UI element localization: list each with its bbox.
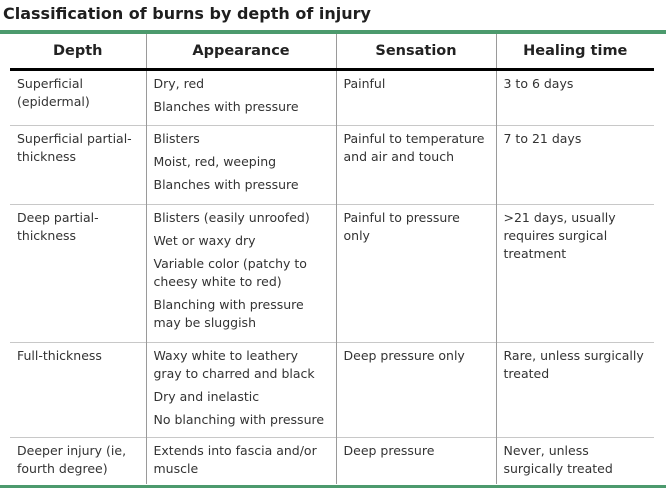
table-row: Superficial (epidermal) Dry, red Blanche… [10, 69, 654, 126]
depth-cell: Deeper injury (ie, fourth degree) [10, 437, 146, 484]
appearance-cell: Extends into fascia and/or muscle [145, 437, 336, 484]
depth-cell: Deep partial-thickness [10, 204, 146, 343]
column-header-sensation: Sensation [335, 34, 496, 71]
appearance-item: Dry, red [153, 76, 205, 91]
appearance-item: Blanching with pressure may be sluggish [153, 297, 304, 330]
appearance-cell: Dry, red Blanches with pressure [145, 69, 336, 126]
appearance-item: Extends into fascia and/or muscle [153, 443, 317, 476]
appearance-item: Blisters [153, 131, 200, 146]
column-header-healing-time: Healing time [495, 34, 654, 71]
healing-cell: 7 to 21 days [495, 125, 654, 205]
sensation-cell: Painful to temperature and air and touch [335, 125, 496, 205]
table-row: Full-thickness Waxy white to leathery gr… [10, 342, 654, 438]
healing-cell: Rare, unless surgically treated [495, 342, 654, 438]
bottom-rule [0, 484, 666, 488]
appearance-item: No blanching with pressure [153, 412, 325, 427]
sensation-cell: Painful [335, 69, 496, 126]
healing-cell: 3 to 6 days [495, 69, 654, 126]
column-header-depth: Depth [10, 34, 146, 71]
healing-cell: Never, unless surgically treated [495, 437, 654, 484]
sensation-cell: Deep pressure only [335, 342, 496, 438]
depth-cell: Superficial partial-thickness [10, 125, 146, 205]
appearance-item: Blisters (easily unroofed) [153, 210, 310, 225]
page-title: Classification of burns by depth of inju… [3, 4, 371, 23]
header-row: Depth Appearance Sensation Healing time [10, 34, 654, 71]
depth-cell: Superficial (epidermal) [17, 76, 90, 109]
sensation-cell: Deep pressure [335, 437, 496, 484]
appearance-item: Dry and inelastic [153, 389, 260, 404]
appearance-item: Moist, red, weeping [153, 154, 277, 169]
table-row: Deep partial-thickness Blisters (easily … [10, 204, 654, 343]
appearance-item: Blanches with pressure [153, 177, 299, 192]
burn-classification-table: Depth Appearance Sensation Healing time … [10, 34, 654, 484]
column-header-appearance: Appearance [145, 34, 336, 71]
top-rule [0, 30, 666, 34]
appearance-item: Blanches with pressure [153, 99, 299, 114]
healing-cell: >21 days, usually requires surgical trea… [495, 204, 654, 343]
appearance-item: Waxy white to leathery gray to charred a… [153, 348, 315, 381]
appearance-cell: Waxy white to leathery gray to charred a… [145, 342, 336, 438]
appearance-item: Variable color (patchy to cheesy white t… [153, 256, 307, 289]
appearance-item: Wet or waxy dry [153, 233, 256, 248]
table-row: Superficial partial-thickness Blisters M… [10, 125, 654, 205]
table-row: Deeper injury (ie, fourth degree) Extend… [10, 437, 654, 484]
depth-cell: Full-thickness [10, 342, 146, 438]
sensation-cell: Painful to pressure only [335, 204, 496, 343]
appearance-cell: Blisters Moist, red, weeping Blanches wi… [145, 125, 336, 205]
appearance-cell: Blisters (easily unroofed) Wet or waxy d… [145, 204, 336, 343]
